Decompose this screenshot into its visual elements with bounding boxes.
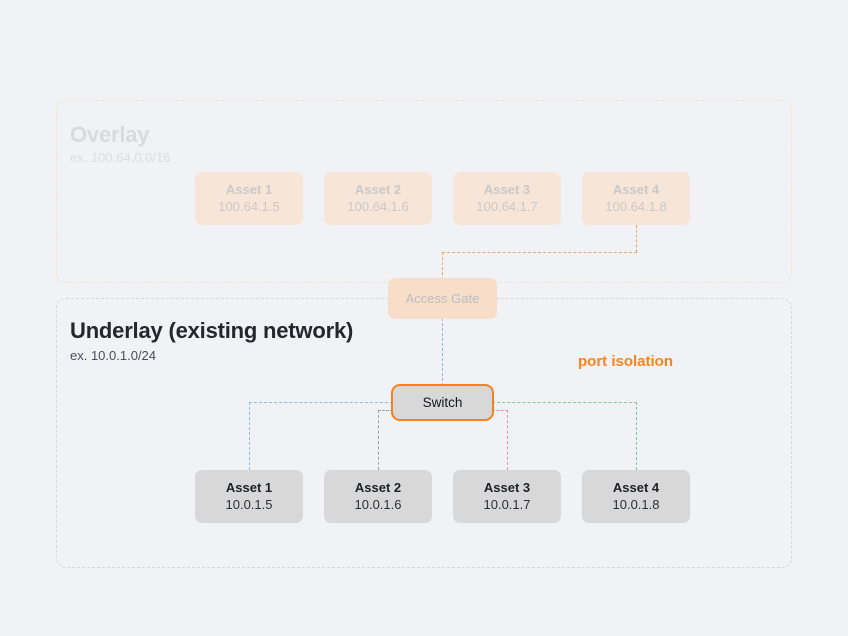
switch-node[interactable]: Switch [391, 384, 494, 421]
underlay-asset-1-name: Asset 1 [225, 480, 273, 495]
underlay-asset-4-ip: 10.0.1.8 [612, 497, 660, 512]
overlay-asset-3-node[interactable]: Asset 3 100.64.1.7 [453, 172, 561, 225]
underlay-asset-2-name: Asset 2 [354, 480, 402, 495]
overlay-zone-subtitle: ex. 100.64.0.0/16 [70, 150, 171, 165]
link-switch-to-asset4-horizontal [492, 402, 637, 403]
underlay-asset-2-node[interactable]: Asset 2 10.0.1.6 [324, 470, 432, 523]
overlay-asset-2-ip: 100.64.1.6 [347, 199, 409, 214]
link-switch-to-asset4-vertical [636, 402, 637, 470]
underlay-asset-4-name: Asset 4 [612, 480, 660, 495]
overlay-asset-4-ip: 100.64.1.8 [605, 199, 667, 214]
access-gate-node[interactable]: Access Gate [388, 278, 497, 319]
overlay-asset-1-ip: 100.64.1.5 [218, 199, 280, 214]
link-switch-to-asset1-horizontal [249, 402, 393, 403]
switch-label: Switch [422, 395, 463, 410]
overlay-asset-3-ip: 100.64.1.7 [476, 199, 538, 214]
underlay-asset-3-node[interactable]: Asset 3 10.0.1.7 [453, 470, 561, 523]
overlay-asset-4-name: Asset 4 [612, 182, 660, 197]
overlay-zone-title: Overlay [70, 122, 150, 147]
underlay-asset-1-node[interactable]: Asset 1 10.0.1.5 [195, 470, 303, 523]
access-gate-label: Access Gate [405, 291, 480, 306]
link-access-gate-to-switch [442, 318, 443, 386]
link-switch-to-asset3-vertical [507, 410, 508, 470]
underlay-asset-1-ip: 10.0.1.5 [225, 497, 273, 512]
link-switch-to-asset2-horizontal [378, 410, 393, 411]
port-isolation-annotation: port isolation [578, 353, 673, 370]
link-access-gate-inlet [442, 252, 443, 280]
overlay-asset-2-node[interactable]: Asset 2 100.64.1.6 [324, 172, 432, 225]
underlay-zone-subtitle: ex. 10.0.1.0/24 [70, 348, 157, 363]
overlay-asset-1-name: Asset 1 [225, 182, 273, 197]
overlay-asset-2-name: Asset 2 [354, 182, 402, 197]
underlay-asset-3-name: Asset 3 [483, 480, 531, 495]
link-switch-to-asset3-horizontal [492, 410, 508, 411]
overlay-asset-3-name: Asset 3 [483, 182, 531, 197]
link-overlay-asset4-vertical [636, 225, 637, 252]
overlay-asset-4-node[interactable]: Asset 4 100.64.1.8 [582, 172, 690, 225]
link-overlay-asset4-horizontal [442, 252, 637, 253]
underlay-asset-2-ip: 10.0.1.6 [354, 497, 402, 512]
underlay-zone-title: Underlay (existing network) [70, 318, 354, 343]
underlay-asset-3-ip: 10.0.1.7 [483, 497, 531, 512]
overlay-asset-1-node[interactable]: Asset 1 100.64.1.5 [195, 172, 303, 225]
underlay-asset-4-node[interactable]: Asset 4 10.0.1.8 [582, 470, 690, 523]
link-switch-to-asset2-vertical [378, 410, 379, 470]
link-switch-to-asset1-vertical [249, 402, 250, 470]
